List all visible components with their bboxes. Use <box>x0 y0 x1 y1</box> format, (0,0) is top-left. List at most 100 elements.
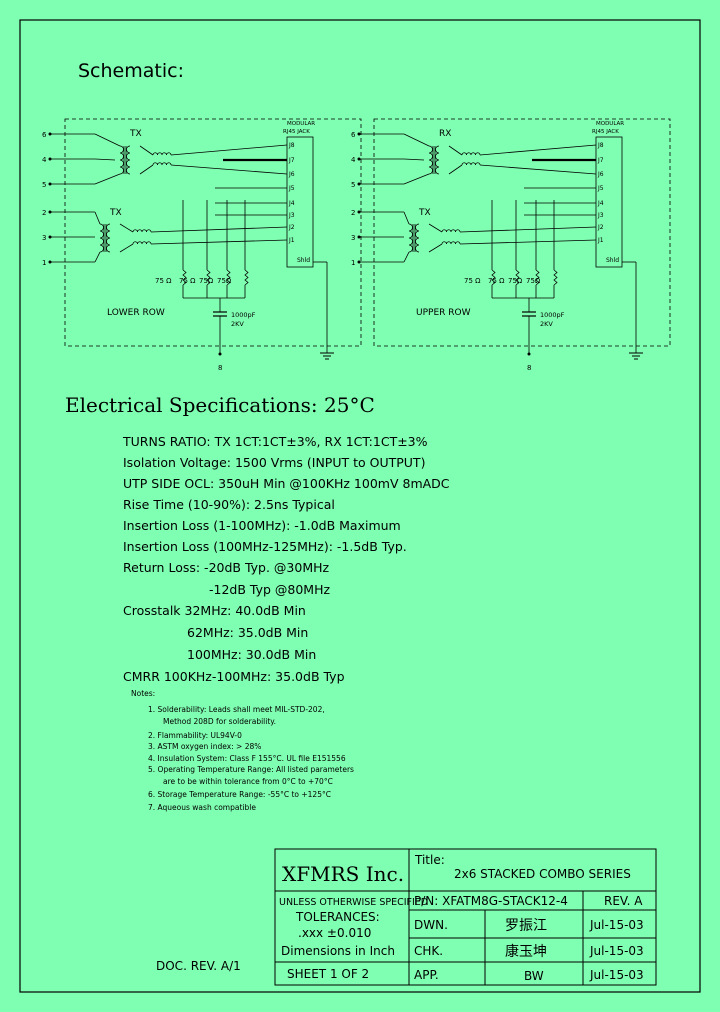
sheet-number: SHEET 1 OF 2 <box>287 967 369 981</box>
note-1-cont: Method 208D for solderability. <box>163 717 277 726</box>
capacitor-label: 2KV <box>231 320 244 328</box>
drawing-title: 2x6 STACKED COMBO SERIES <box>454 867 631 881</box>
jack-pin-label: J6 <box>597 171 604 178</box>
jack-pin-label: J2 <box>597 224 604 231</box>
note-5: 5. Operating Temperature Range: All list… <box>148 765 354 774</box>
schematic-title: Schematic: <box>78 60 184 82</box>
choke-bottom-b <box>441 241 461 245</box>
wire <box>403 173 430 185</box>
choke-bottom-b <box>132 241 152 245</box>
transformer-label-bottom: TX <box>109 208 122 218</box>
choke-top-b <box>461 162 481 166</box>
wire <box>94 158 116 161</box>
spec-ocl: UTP SIDE OCL: 350uH Min @100KHz 100mV 8m… <box>123 476 450 491</box>
wire <box>94 211 101 225</box>
wire <box>459 226 597 233</box>
pin-label: 1 <box>42 259 46 267</box>
app-label: APP. <box>414 968 439 982</box>
wire <box>94 251 101 263</box>
resistor <box>535 269 540 286</box>
resistor <box>515 269 520 286</box>
chk-date: Jul-15-03 <box>589 944 644 958</box>
spec-insertion-loss-1: Insertion Loss (1-100MHz): -1.0dB Maximu… <box>123 518 401 533</box>
resistor <box>491 269 496 286</box>
jack-header: MODULAR <box>287 121 315 127</box>
wire <box>403 133 430 147</box>
capacitor-label: 1000pF <box>231 311 256 319</box>
resistor-label: 75Ω <box>508 277 523 285</box>
note-3: 3. ASTM oxygen index: > 28% <box>148 742 262 751</box>
spec-return-loss-1: Return Loss: -20dB Typ. @30MHz <box>123 560 330 575</box>
wire <box>479 164 597 175</box>
wire <box>170 144 288 156</box>
ground-pin-label: 8 <box>527 364 531 372</box>
note-1: 1. Solderability: Leads shall meet MIL-S… <box>148 705 325 714</box>
transformer-label-top: RX <box>439 129 451 139</box>
pin-label: 6 <box>42 131 47 139</box>
transformer-label-bottom: TX <box>418 208 431 218</box>
tx-bottom-secondary <box>415 223 420 253</box>
jack-pin-label: J5 <box>597 185 604 192</box>
pin-dot <box>218 352 222 356</box>
app-name: BW <box>524 969 544 983</box>
tx-top-secondary <box>435 145 440 175</box>
resistor <box>226 269 231 286</box>
note-5-cont: are to be within tolerance from 0°C to +… <box>163 777 333 786</box>
wire <box>479 144 597 156</box>
spec-return-loss-2: -12dB Typ @80MHz <box>209 582 331 597</box>
dwn-label: DWN. <box>414 918 448 932</box>
electrical-spec-title: Electrical Specifications: 25°C <box>65 393 375 417</box>
pin-label: 1 <box>351 259 355 267</box>
revision: REV. A <box>604 894 643 908</box>
tx-top-primary <box>119 145 124 175</box>
wire <box>448 145 463 156</box>
row-label: LOWER ROW <box>107 308 165 318</box>
resistor-label: 75Ω <box>217 277 232 285</box>
wire <box>459 239 597 245</box>
choke-bottom-a <box>441 229 461 233</box>
jack-header: RJ45 JACK <box>592 129 619 135</box>
jack-pin-label: J1 <box>597 237 604 244</box>
capacitor-label: 2KV <box>540 320 553 328</box>
pin-label: 3 <box>351 234 355 242</box>
wire <box>428 223 443 233</box>
row-label: UPPER ROW <box>416 308 471 318</box>
jack-pin-label: J6 <box>288 171 295 178</box>
jack-box <box>286 136 314 268</box>
note-6: 6. Storage Temperature Range: -55°C to +… <box>148 790 331 799</box>
jack-pin-label: J7 <box>597 157 604 164</box>
spec-crosstalk-3: 100MHz: 30.0dB Min <box>187 647 317 662</box>
tx-top-secondary <box>126 145 131 175</box>
wire <box>94 133 121 147</box>
wire <box>170 164 288 175</box>
jack-header: MODULAR <box>596 121 624 127</box>
sheet-border <box>19 19 701 993</box>
spec-crosstalk-1: Crosstalk 32MHz: 40.0dB Min <box>123 603 306 618</box>
jack-pin-label: J4 <box>288 200 295 207</box>
spec-cmrr: CMRR 100KHz-100MHz: 35.0dB Typ <box>123 669 345 684</box>
note-7: 7. Aqueous wash compatible <box>148 803 256 812</box>
resistor-label: 75 Ω <box>464 277 481 285</box>
wire <box>150 226 288 233</box>
pin-label: 5 <box>351 181 355 189</box>
note-2: 2. Flammability: UL94V-0 <box>148 731 242 740</box>
transformer-label-top: TX <box>129 129 142 139</box>
tolerance-value: .xxx ±0.010 <box>298 926 371 940</box>
capacitor-label: 1000pF <box>540 311 565 319</box>
app-date: Jul-15-03 <box>589 968 644 982</box>
pin-label: 4 <box>42 156 47 164</box>
jack-pin-label: J2 <box>288 224 295 231</box>
jack-pin-label: J7 <box>288 157 295 164</box>
tx-bottom-secondary <box>106 223 111 253</box>
title-label: Title: <box>414 853 445 867</box>
tx-bottom-primary <box>99 223 104 253</box>
notes-title: Notes: <box>131 689 156 698</box>
pin-label: 3 <box>42 234 46 242</box>
doc-revision: DOC. REV. A/1 <box>156 959 241 973</box>
wire <box>150 239 288 245</box>
wire <box>119 243 134 253</box>
dwn-date: Jul-15-03 <box>589 918 644 932</box>
wire <box>428 243 443 253</box>
